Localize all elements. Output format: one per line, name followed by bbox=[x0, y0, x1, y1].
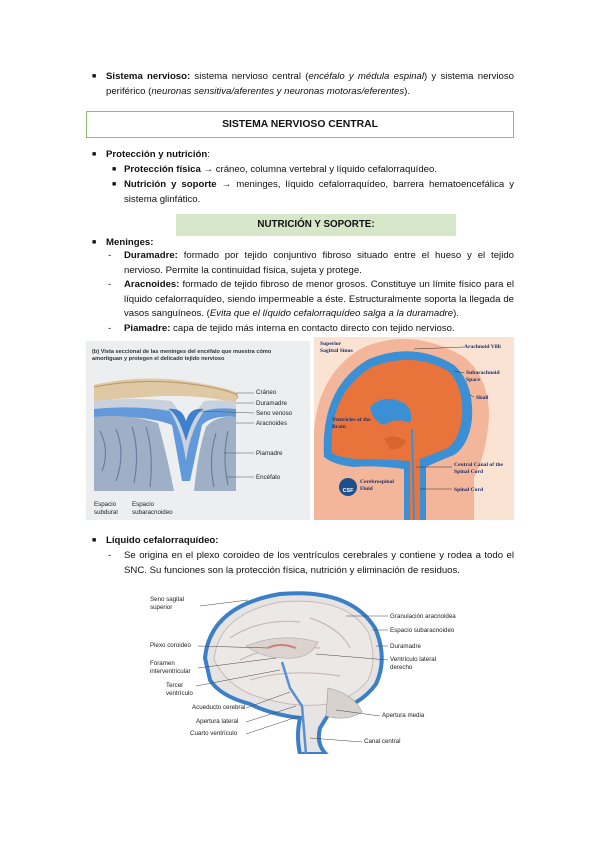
figure-csf-circulation: Seno sagital superior Plexo coroideo For… bbox=[150, 588, 456, 754]
label-aracnoides: Aracnoides bbox=[256, 420, 287, 427]
intro-text-c: ). bbox=[404, 85, 410, 97]
label-tercer-ventriculo: Tercer ventrículo bbox=[166, 682, 193, 697]
nutricion-soporte: Nutrición y soporte → meninges, líquido … bbox=[124, 178, 514, 207]
arac-desc: formado de tejido fibroso de menor groso… bbox=[124, 279, 514, 320]
label-subarachnoid-space: Subarachnoid Space bbox=[466, 370, 500, 383]
term-proteccion-fisica: Protección física bbox=[124, 164, 201, 175]
lcr-heading: Líquido cefalorraquídeo: bbox=[106, 534, 514, 549]
label-encefalo: Encéfalo bbox=[256, 474, 281, 481]
label-seno-venoso: Seno venoso bbox=[256, 410, 293, 417]
piamadre-text: Piamadre: capa de tejido más interna en … bbox=[124, 322, 514, 337]
lcr-text: Se origina en el plexo coroideo de los v… bbox=[124, 550, 514, 576]
term-proteccion: Protección y nutrición bbox=[106, 149, 208, 160]
brain-sagittal-illustration bbox=[195, 591, 389, 754]
pia-desc: capa de tejido más interna en contacto d… bbox=[170, 323, 455, 334]
label-espacio-subdural: Espacio subdural bbox=[94, 501, 118, 516]
label-csf: Cerebrospinal Fluid bbox=[360, 479, 394, 492]
label-arachnoid-villi: Arachnoid Villi bbox=[464, 344, 501, 350]
dura-desc: formado por tejido conjuntivo fibroso si… bbox=[124, 250, 514, 276]
intro-paragraph: Sistema nervioso: sistema nervioso centr… bbox=[106, 70, 514, 99]
bullet-icon: ■ bbox=[112, 181, 117, 188]
bullet-icon: ■ bbox=[92, 239, 97, 246]
nutricion-text: → meninges, líquido cefalorraquídeo, bar… bbox=[124, 179, 515, 205]
label-superior-sagittal-sinus: Superior Sagittal Sinus bbox=[320, 341, 353, 354]
label-ventriculo-lateral: Ventrículo lateral derecho bbox=[390, 656, 437, 671]
label-apertura-media: Apertura media bbox=[382, 712, 425, 719]
label-plexo-coroideo: Plexo coroideo bbox=[150, 642, 191, 649]
label-espacio-subaracnoideo-2: Espacio subaracnoideo bbox=[390, 627, 455, 634]
csf-badge: CSF bbox=[342, 488, 354, 494]
dash-icon: - bbox=[108, 323, 112, 334]
meninges-heading: Meninges: bbox=[106, 236, 514, 251]
dash-icon: - bbox=[108, 279, 112, 290]
label-piamadre: Piamadre bbox=[256, 450, 283, 457]
dash-icon: - bbox=[108, 250, 112, 261]
term-meninges: Meninges: bbox=[106, 237, 154, 248]
figure-meninges: (b) Vista seccional de las meninges del … bbox=[86, 341, 310, 520]
label-duramadre: Duramadre bbox=[256, 400, 287, 407]
intro-italic-b: neuronas sensitiva/aferentes y neuronas … bbox=[151, 85, 405, 97]
fisica-text: → cráneo, columna vertebral y líquido ce… bbox=[200, 164, 438, 175]
term-piamadre: Piamadre: bbox=[124, 323, 171, 334]
term-lcr: Líquido cefalorraquídeo: bbox=[106, 535, 219, 546]
figure-caption: (b) Vista seccional de las meninges del … bbox=[92, 349, 272, 362]
bullet-icon: ■ bbox=[92, 537, 97, 544]
label-granulacion: Granulación aracnoidea bbox=[390, 613, 456, 620]
duramadre-text: Duramadre: formado por tejido conjuntivo… bbox=[124, 249, 514, 278]
head-illustration bbox=[314, 339, 489, 520]
intro-text-a: sistema nervioso central ( bbox=[190, 71, 309, 82]
label-acueducto: Acueducto cerebral bbox=[192, 704, 246, 711]
label-canal-central: Canal central bbox=[364, 738, 401, 745]
label-central-canal: Central Canal of the Spinal Cord bbox=[454, 462, 503, 475]
label-cuarto-ventriculo: Cuarto ventrículo bbox=[190, 730, 238, 737]
aracnoides-text: Aracnoides: formado de tejido fibroso de… bbox=[124, 278, 514, 322]
dash-icon: - bbox=[108, 550, 112, 561]
label-duramadre-2: Duramadre bbox=[390, 643, 421, 650]
proteccion-heading: Protección y nutrición: bbox=[106, 148, 514, 163]
label-skull: Skull bbox=[476, 395, 489, 401]
arac-end: ). bbox=[453, 308, 459, 320]
section-title: SISTEMA NERVIOSO CENTRAL bbox=[86, 111, 514, 138]
colon: : bbox=[207, 149, 210, 160]
term-duramadre: Duramadre: bbox=[124, 250, 178, 261]
intro-text-b: ) y sistema nervioso periférico ( bbox=[106, 71, 514, 97]
label-foramen: Foramen interventricular bbox=[150, 660, 191, 675]
bullet-icon: ■ bbox=[92, 73, 97, 80]
label-espacio-subaracnoideo: Espacio subaracnoideo bbox=[132, 501, 173, 516]
meninges-illustration bbox=[93, 378, 255, 491]
figure-csf-head: Superior Sagittal Sinus Arachnoid Villi … bbox=[314, 337, 514, 520]
arac-italic: Evita que el líquido cefalorraquídeo sal… bbox=[209, 308, 454, 320]
proteccion-fisica: Protección física → cráneo, columna vert… bbox=[124, 163, 514, 178]
label-apertura-lateral: Apertura lateral bbox=[196, 718, 239, 725]
term-sistema-nervioso: Sistema nervioso: bbox=[106, 71, 191, 82]
label-spinal-cord: Spinal Cord bbox=[454, 487, 484, 493]
label-craneo: Cráneo bbox=[256, 389, 277, 396]
bullet-icon: ■ bbox=[112, 166, 117, 173]
subsection-title: NUTRICIÓN Y SOPORTE: bbox=[176, 214, 456, 236]
bullet-icon: ■ bbox=[92, 151, 97, 158]
label-ventricles: Ventricles of the Brain bbox=[332, 417, 371, 430]
label-seno-sagital: Seno sagital superior bbox=[150, 596, 185, 611]
term-aracnoides: Aracnoides: bbox=[124, 279, 180, 290]
intro-italic-a: encéfalo y médula espinal bbox=[308, 71, 425, 82]
term-nutricion: Nutrición y soporte bbox=[124, 179, 217, 190]
